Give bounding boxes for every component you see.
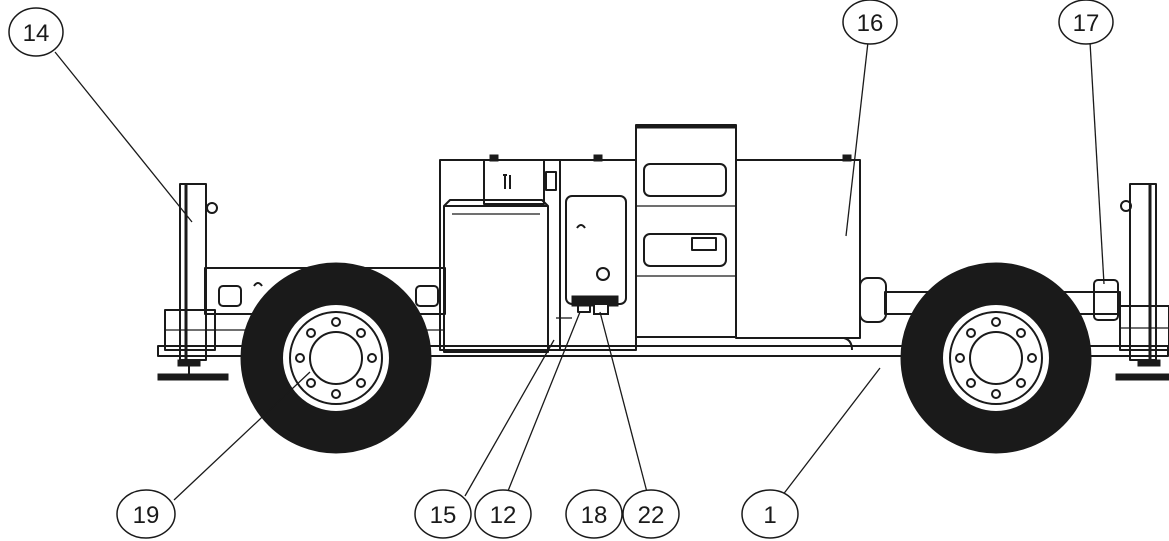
frame-hole-left <box>218 285 242 307</box>
breaker-switch <box>593 303 609 315</box>
rear-jack-post <box>1129 183 1157 361</box>
callout-bubble <box>622 489 680 539</box>
leader-17 <box>1089 41 1105 285</box>
front-stabilizer-jack <box>157 183 229 381</box>
leader-12 <box>505 311 581 497</box>
callout-number: 14 <box>23 20 50 47</box>
callout-18: 18 <box>565 489 623 539</box>
rear-rim <box>941 303 1051 413</box>
callout-number: 22 <box>638 502 665 529</box>
vent-latch <box>691 237 717 251</box>
side-handle <box>545 171 557 191</box>
leader-lines <box>54 41 1105 501</box>
front-hub <box>309 331 363 385</box>
rear-jack-pin <box>1120 200 1132 212</box>
callout-bubble <box>8 7 64 57</box>
leader-14 <box>54 51 193 223</box>
frame-hole-right <box>415 285 439 307</box>
callout-bubble <box>842 0 898 45</box>
rear-rim-inner <box>949 311 1043 405</box>
generator-enclosure <box>735 159 861 339</box>
front-jack-post <box>179 183 207 361</box>
leader-15 <box>464 339 555 497</box>
rear-compartment <box>439 159 561 351</box>
callout-number: 17 <box>1073 10 1100 37</box>
callout-1: 1 <box>741 489 799 539</box>
lower-vent <box>643 233 727 267</box>
callout-bubble <box>474 489 532 539</box>
callout-number: 15 <box>430 502 457 529</box>
callout-19: 19 <box>116 489 176 539</box>
leader-16 <box>845 41 869 237</box>
frame-hook <box>253 282 263 287</box>
rear-hub <box>969 331 1023 385</box>
enclosure-foot <box>843 337 853 351</box>
callout-bubble <box>565 489 623 539</box>
callout-number: 18 <box>581 502 608 529</box>
callout-14: 14 <box>8 7 64 57</box>
body-housing <box>439 124 1119 353</box>
fuse-block <box>577 303 591 313</box>
callout-number: 1 <box>763 502 776 529</box>
gauge-detail <box>503 174 511 189</box>
upper-vent <box>643 163 727 197</box>
gauge-cap-left <box>489 154 499 162</box>
battery-box-lid <box>443 199 549 207</box>
control-panel-door <box>565 195 627 305</box>
leader-22 <box>599 311 649 497</box>
hub-stub <box>859 277 887 323</box>
callout-15: 15 <box>414 489 472 539</box>
callout-12: 12 <box>474 489 532 539</box>
panel-knob <box>596 267 610 281</box>
leader-19 <box>173 371 311 501</box>
callout-16: 16 <box>842 0 898 45</box>
front-jack-foot-plate <box>157 373 229 381</box>
tail-light <box>1093 279 1119 321</box>
leader-1 <box>781 367 881 497</box>
callout-17: 17 <box>1058 0 1114 45</box>
callout-bubble <box>1058 0 1114 45</box>
rear-stabilizer-jack <box>1115 183 1169 381</box>
front-jack-foot-stem <box>177 359 201 367</box>
callout-22: 22 <box>622 489 680 539</box>
rear-lug-nuts <box>955 317 1037 399</box>
callout-number: 12 <box>490 502 517 529</box>
front-rim-inner <box>289 311 383 405</box>
gauge-box <box>483 159 545 205</box>
battery-box <box>443 205 549 353</box>
panel-latch <box>576 224 586 229</box>
control-cabinet <box>559 159 637 351</box>
front-rim <box>281 303 391 413</box>
front-jack-pin <box>206 202 218 214</box>
front-lug-nuts <box>295 317 377 399</box>
callout-bubble <box>741 489 799 539</box>
center-cabinet <box>635 124 737 338</box>
rear-jack-foot-stem <box>1137 359 1161 367</box>
callout-number: 19 <box>133 502 160 529</box>
rear-jack-foot-plate <box>1115 373 1169 381</box>
front-wheel <box>240 262 432 454</box>
callout-bubble <box>116 489 176 539</box>
rear-wheel <box>900 262 1092 454</box>
callout-bubble <box>414 489 472 539</box>
callout-number: 16 <box>857 10 884 37</box>
